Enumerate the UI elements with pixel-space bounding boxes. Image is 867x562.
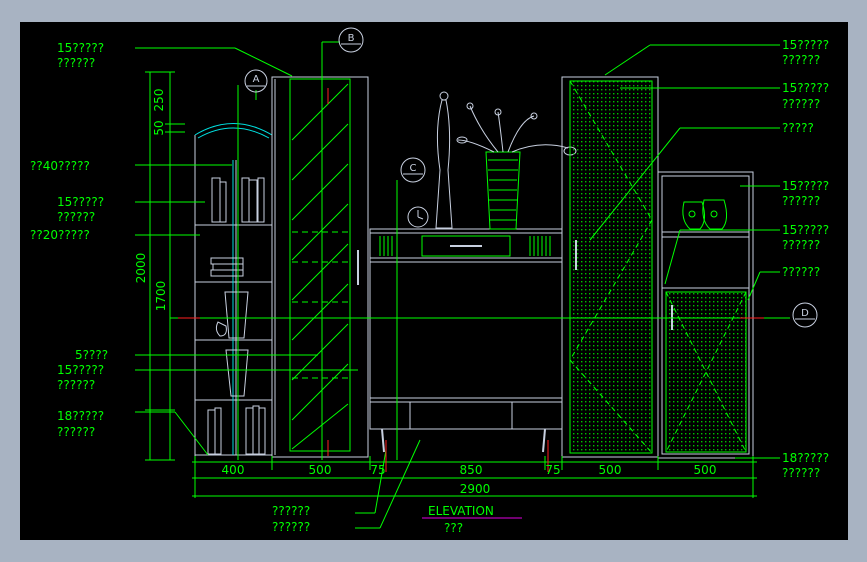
left-note-3-line-2: ?????? xyxy=(57,210,95,224)
dim-seg-400: 400 xyxy=(222,463,245,477)
right-note-7-line-1: 18????? xyxy=(782,451,829,465)
right-note-2-line-2: ?????? xyxy=(782,97,820,111)
dim-vertical-2000: 2000 xyxy=(134,253,148,284)
perforated-cabinet xyxy=(561,76,659,458)
section-marker-c: C xyxy=(400,157,426,183)
right-note-5-line-2: ?????? xyxy=(782,238,820,252)
dim-seg-500-a: 500 xyxy=(309,463,332,477)
right-cabinet xyxy=(657,171,754,459)
center-console xyxy=(369,91,577,453)
dimension-text: 250 50 2000 1700 400 500 75 850 75 500 5… xyxy=(134,89,716,496)
left-note-7-line-2: ?????? xyxy=(57,425,95,439)
right-note-3-line-1: ????? xyxy=(782,121,814,135)
dim-seg-850: 850 xyxy=(460,463,483,477)
left-note-5-line-1: 5???? xyxy=(75,348,108,362)
red-markers xyxy=(178,88,764,472)
right-note-5-line-1: 15????? xyxy=(782,223,829,237)
left-note-7-line-1: 18????? xyxy=(57,409,104,423)
right-note-2-line-1: 15????? xyxy=(782,81,829,95)
bottom-note-line-1: ?????? xyxy=(272,504,310,518)
glass-cabinet xyxy=(271,76,369,458)
left-note-1-line-2: ?????? xyxy=(57,56,95,70)
dim-seg-500-c: 500 xyxy=(694,463,717,477)
dim-vertical-250: 250 xyxy=(152,89,166,112)
right-note-7-line-2: ?????? xyxy=(782,466,820,480)
dim-vertical-1700: 1700 xyxy=(154,281,168,312)
dim-seg-75-b: 75 xyxy=(545,463,560,477)
drawing-title-block: ELEVATION ??? xyxy=(422,504,522,535)
drawing-subtitle: ??? xyxy=(444,521,463,535)
left-note-6-line-2: ?????? xyxy=(57,378,95,392)
drawing-title: ELEVATION xyxy=(428,504,494,518)
section-marker-a: A xyxy=(244,69,268,93)
svg-text:D: D xyxy=(801,308,809,319)
left-note-6-line-1: 15????? xyxy=(57,363,104,377)
dim-seg-75-a: 75 xyxy=(370,463,385,477)
left-note-2-line-1: ??40????? xyxy=(30,159,90,173)
section-marker-d: D xyxy=(792,302,818,328)
dim-seg-500-b: 500 xyxy=(599,463,622,477)
bottom-note-line-2: ?????? xyxy=(272,520,310,534)
dim-vertical-50: 50 xyxy=(152,120,166,135)
right-note-1-line-1: 15????? xyxy=(782,38,829,52)
left-note-1-line-1: 15????? xyxy=(57,41,104,55)
dim-total-2900: 2900 xyxy=(460,482,491,496)
left-bookcase xyxy=(194,123,273,460)
left-note-3-line-1: 15????? xyxy=(57,195,104,209)
right-note-4-line-1: 15????? xyxy=(782,179,829,193)
elevation-drawing: A B C D 250 50 2000 1700 400 500 75 850 … xyxy=(30,27,829,535)
svg-text:B: B xyxy=(348,33,355,44)
left-note-4-line-1: ??20????? xyxy=(30,228,90,242)
left-notes: 15????? ?????? ??40????? 15????? ?????? … xyxy=(30,41,108,439)
svg-text:C: C xyxy=(410,163,417,174)
right-note-6-line-1: ?????? xyxy=(782,265,820,279)
right-note-4-line-2: ?????? xyxy=(782,194,820,208)
section-marker-b: B xyxy=(338,27,364,53)
svg-text:A: A xyxy=(253,74,260,85)
right-notes: 15????? ?????? 15????? ?????? ????? 15??… xyxy=(782,38,829,480)
right-note-1-line-2: ?????? xyxy=(782,53,820,67)
cad-canvas: A B C D 250 50 2000 1700 400 500 75 850 … xyxy=(20,22,848,540)
bottom-note: ?????? ?????? xyxy=(272,504,310,534)
